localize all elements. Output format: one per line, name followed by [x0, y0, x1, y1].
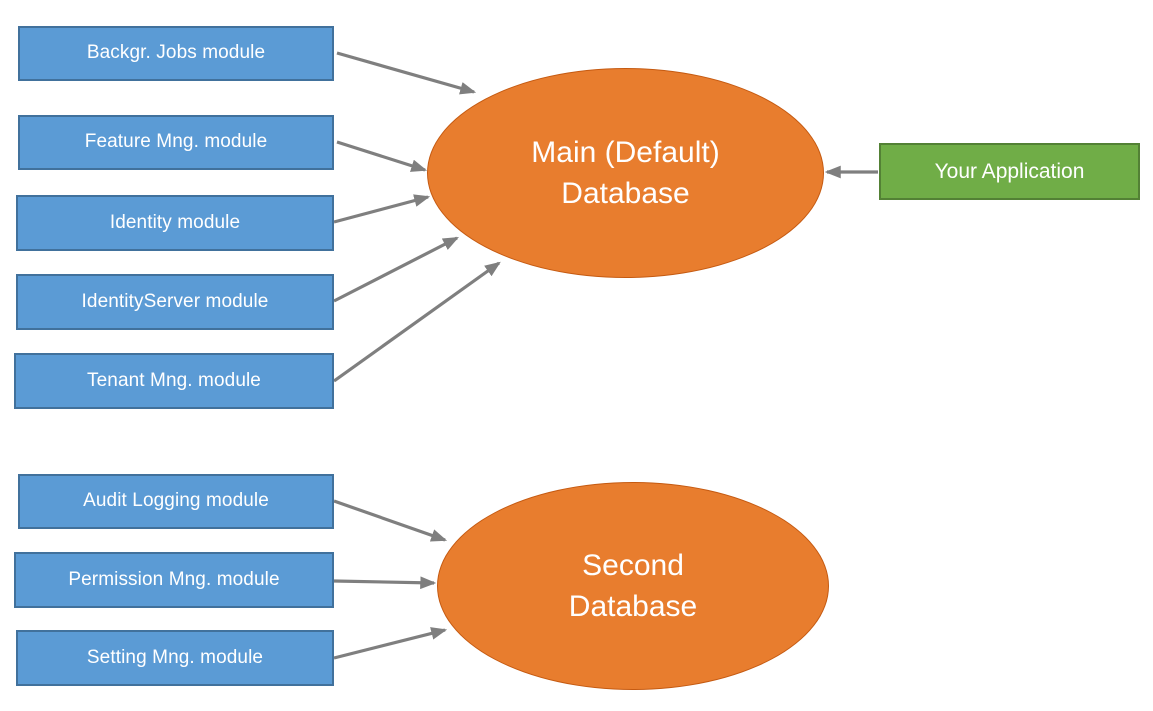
module-label: Backgr. Jobs module [86, 42, 266, 64]
module-label: Setting Mng. module [86, 646, 264, 668]
module-box-identityserver[interactable]: IdentityServer module [16, 274, 334, 330]
module-box-identity[interactable]: Identity module [16, 195, 334, 251]
second-database-label-line1: Second [582, 548, 684, 582]
main-database-label-line1: Main (Default) [531, 135, 720, 169]
module-box-tenant-mng[interactable]: Tenant Mng. module [14, 353, 334, 409]
module-label: Tenant Mng. module [87, 369, 261, 391]
module-label: Feature Mng. module [84, 131, 268, 153]
arrow-identityserver-to-main-db [333, 236, 459, 303]
main-database-label-line2: Database [561, 177, 690, 210]
application-label: Your Application [934, 159, 1085, 183]
your-application-box[interactable]: Your Application [879, 143, 1140, 200]
module-box-backgr-jobs[interactable]: Backgr. Jobs module [18, 26, 334, 81]
module-label: Audit Logging module [83, 490, 269, 512]
module-label: IdentityServer module [81, 290, 269, 312]
module-label: Permission Mng. module [68, 568, 280, 590]
module-label: Identity module [109, 211, 241, 233]
module-box-permission-mng[interactable]: Permission Mng. module [14, 552, 334, 608]
arrow-backgr-jobs-to-main-db [336, 51, 477, 95]
second-database-label-line2: Database [568, 590, 698, 623]
arrow-permission-mng-to-second-db [333, 576, 437, 590]
arrow-identity-to-main-db [333, 194, 431, 224]
arrow-tenant-mng-to-main-db [333, 261, 501, 383]
second-database-node[interactable]: Second Database [437, 482, 829, 690]
arrow-feature-mng-to-main-db [336, 140, 428, 172]
module-box-setting-mng[interactable]: Setting Mng. module [16, 630, 334, 686]
main-database-node[interactable]: Main (Default) Database [427, 68, 824, 278]
module-box-feature-mng[interactable]: Feature Mng. module [18, 115, 334, 170]
arrow-audit-logging-to-second-db [333, 499, 448, 542]
module-box-audit-logging[interactable]: Audit Logging module [18, 474, 334, 529]
arrow-setting-mng-to-second-db [333, 627, 448, 660]
